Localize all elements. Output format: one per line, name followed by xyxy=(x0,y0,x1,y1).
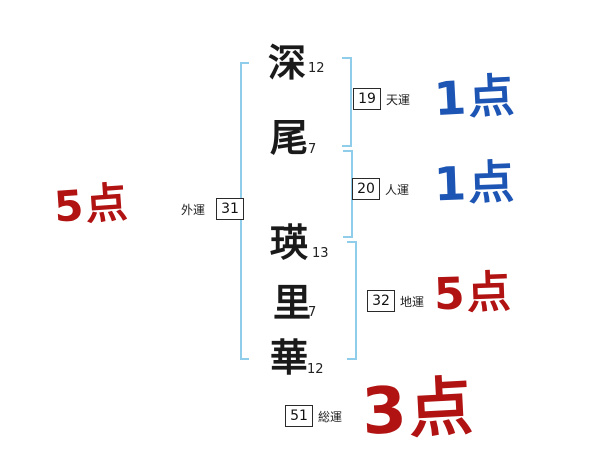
stroke-count-4: 7 xyxy=(308,305,317,320)
fortune-value-box-souun: 51 xyxy=(285,405,313,427)
fortune-label-tenun: 天運 xyxy=(386,93,411,107)
name-character-5: 華 xyxy=(270,335,309,380)
stroke-count-5: 12 xyxy=(307,362,324,377)
name-character-4: 里 xyxy=(273,280,312,325)
fortune-label-gaiun: 外運 xyxy=(181,203,206,217)
fortune-value-box-gaiun: 31 xyxy=(216,198,244,220)
fortune-label-chiun: 地運 xyxy=(400,295,425,309)
score-gaiun: 5点 xyxy=(52,177,131,232)
name-character-3: 瑛 xyxy=(270,220,309,265)
score-souun: 3点 xyxy=(360,370,477,450)
stroke-count-1: 12 xyxy=(308,61,325,76)
fortune-label-souun: 総運 xyxy=(318,410,343,424)
stroke-count-2: 7 xyxy=(308,142,317,157)
fortune-label-jinun: 人運 xyxy=(385,183,410,197)
stroke-count-3: 13 xyxy=(312,246,329,261)
name-character-2: 尾 xyxy=(270,115,309,160)
score-jinun: 1点 xyxy=(433,154,517,212)
score-chiun: 5点 xyxy=(433,266,514,321)
score-tenun: 1点 xyxy=(432,67,518,127)
name-character-1: 深 xyxy=(268,40,307,85)
fortune-value-box-jinun: 20 xyxy=(352,178,380,200)
fortune-value-box-chiun: 32 xyxy=(367,290,395,312)
fortune-value-box-tenun: 19 xyxy=(353,88,381,110)
